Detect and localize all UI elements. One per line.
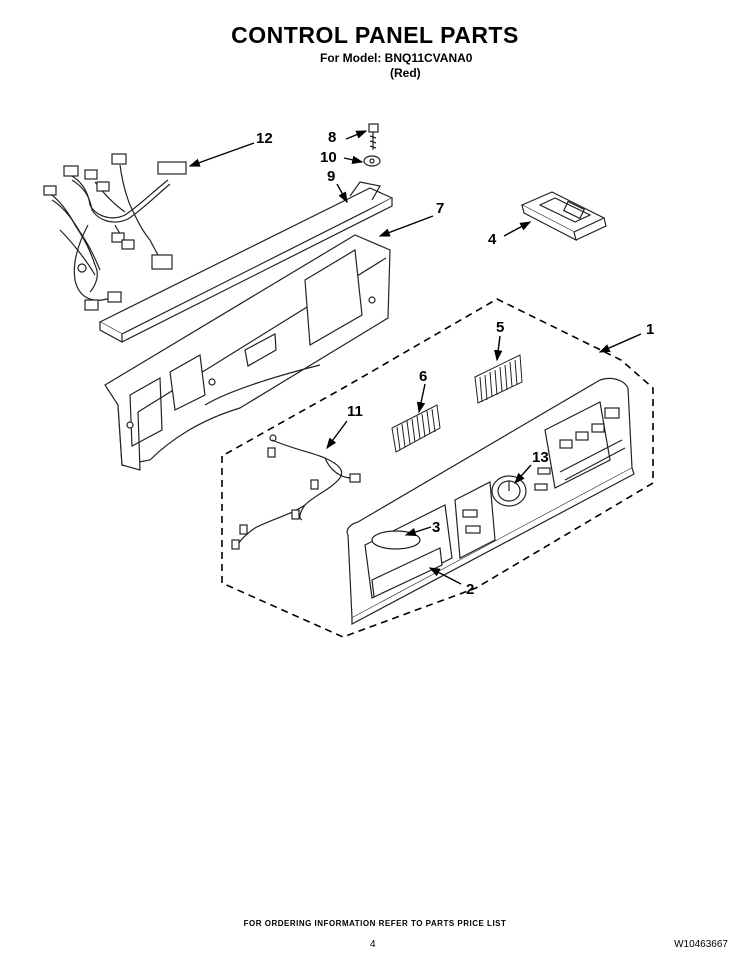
- callout-7: 7: [436, 200, 444, 217]
- screw-8: [368, 123, 379, 150]
- callout-4: 4: [488, 231, 497, 248]
- ribbon-cable-6: [391, 404, 441, 453]
- callout-2: 2: [466, 581, 474, 598]
- color-line: (Red): [390, 66, 421, 80]
- ordering-info: FOR ORDERING INFORMATION REFER TO PARTS …: [243, 919, 507, 928]
- console-frame-7: [104, 234, 391, 471]
- clip-10: [363, 155, 381, 167]
- console-assembly-outline: [221, 298, 654, 638]
- callout-5: 5: [496, 319, 504, 336]
- callout-11: 11: [347, 403, 363, 420]
- callout-12: 12: [256, 130, 273, 147]
- document-number: W10463667: [674, 939, 728, 950]
- callout-labels: 1 2 3 4 5 6 7 8 9 10 11 12 13: [256, 129, 654, 598]
- wire-harness-11: [231, 434, 361, 550]
- mounting-bracket-9: [98, 181, 394, 344]
- callout-8: 8: [328, 129, 336, 146]
- callout-10: 10: [320, 149, 337, 166]
- callout-3: 3: [432, 519, 440, 536]
- callout-6: 6: [419, 368, 427, 385]
- ribbon-cable-5: [474, 354, 523, 404]
- page-number: 4: [370, 939, 376, 950]
- knob-13: [491, 475, 527, 507]
- console-2: [346, 377, 635, 625]
- wiring-harness-12: [43, 153, 187, 311]
- leader-lines: [188, 130, 642, 585]
- page-title: CONTROL PANEL PARTS: [231, 22, 519, 48]
- model-line: For Model: BNQ11CVANA0: [320, 51, 473, 65]
- callout-1: 1: [646, 321, 654, 338]
- callout-13: 13: [532, 449, 549, 466]
- callout-9: 9: [327, 168, 335, 185]
- ui-housing-4: [520, 191, 607, 242]
